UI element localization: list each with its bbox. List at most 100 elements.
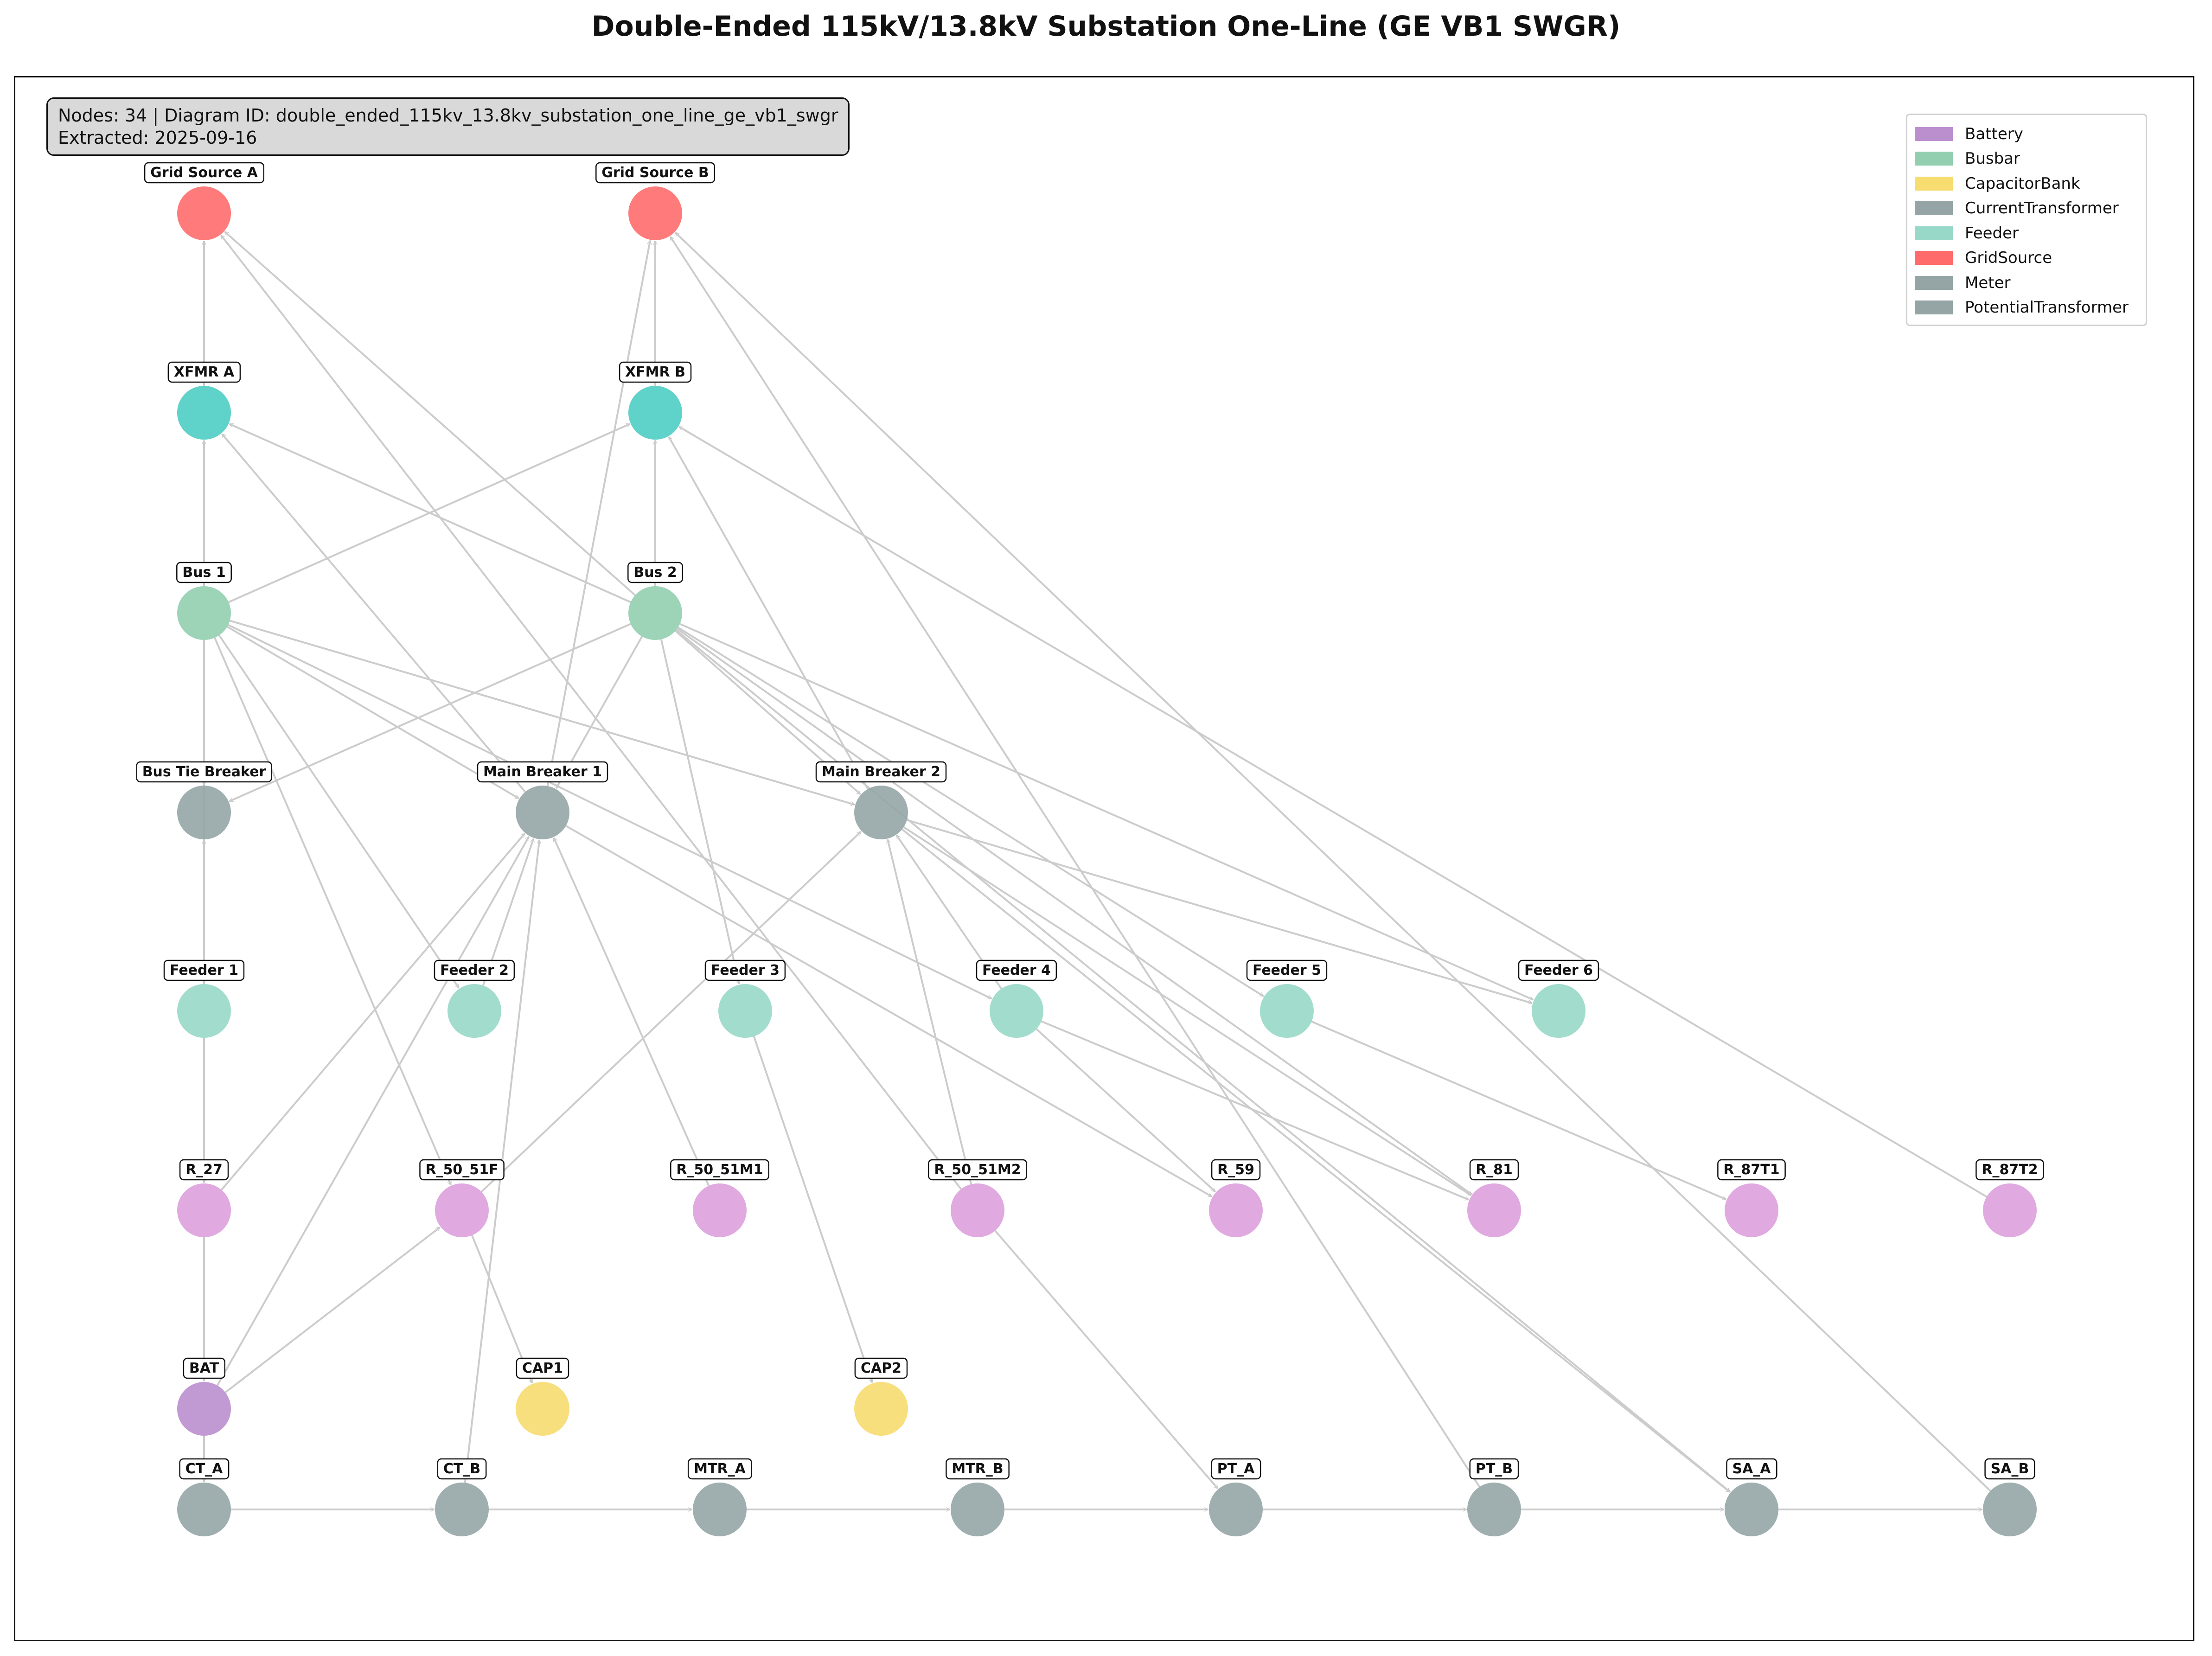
node-label-box (136, 761, 272, 783)
node-B2[interactable] (628, 586, 682, 640)
node-R87T1[interactable] (1725, 1183, 1778, 1237)
legend-label: PotentialTransformer (1965, 298, 2129, 317)
edge-MB2-SAA (901, 828, 1730, 1493)
node-label-box (976, 959, 1057, 981)
edge-MB1-GSB (546, 241, 650, 786)
node-label-XA: XFMR A (167, 361, 241, 383)
node-label-box (163, 959, 245, 981)
node-MTRB[interactable] (951, 1483, 1004, 1536)
legend-item: Battery (1915, 121, 2138, 147)
node-label-box (1984, 1458, 2035, 1480)
node-label-text: CAP2 (861, 1360, 901, 1376)
node-BT[interactable] (177, 786, 231, 839)
node-CTB[interactable] (435, 1483, 489, 1536)
node-GSB[interactable] (628, 186, 682, 240)
node-B1[interactable] (177, 586, 231, 640)
node-label-text: R_50_51M1 (676, 1162, 763, 1178)
node-label-text: PT_A (1217, 1461, 1255, 1477)
node-label-text: Main Breaker 2 (822, 764, 940, 780)
node-R87T2[interactable] (1983, 1183, 2037, 1237)
legend-label: GridSource (1965, 249, 2052, 268)
node-label-box (704, 959, 786, 981)
legend-label: Battery (1965, 124, 2023, 143)
node-label-box (946, 1458, 1010, 1480)
node-label-BAT: BAT (183, 1357, 225, 1379)
node-F4[interactable] (990, 984, 1043, 1038)
legend-swatch (1915, 275, 1953, 290)
node-F3[interactable] (718, 984, 772, 1038)
node-MB1[interactable] (516, 786, 569, 839)
edge-B1-MB2 (230, 620, 855, 805)
node-label-text: Feeder 3 (711, 962, 780, 978)
node-BAT[interactable] (177, 1382, 231, 1436)
node-label-text: Feeder 1 (170, 962, 238, 978)
node-label-box (516, 1357, 569, 1379)
node-label-box (627, 562, 683, 583)
edge-MB1-R59 (565, 825, 1212, 1197)
node-label-box (595, 162, 715, 184)
node-F2[interactable] (448, 984, 501, 1038)
node-R81[interactable] (1467, 1183, 1521, 1237)
node-F6[interactable] (1532, 984, 1585, 1038)
legend-item: Feeder (1915, 221, 2138, 246)
node-label-text: MTR_B (952, 1461, 1003, 1477)
node-XB[interactable] (628, 386, 682, 440)
node-label-R87T1: R_87T1 (1717, 1159, 1786, 1181)
legend-item: Busbar (1915, 147, 2138, 172)
edge-F4-R81 (1041, 1020, 1469, 1201)
edge-B2-F3 (660, 639, 739, 984)
nodes-layer (177, 186, 2037, 1536)
legend-item: PotentialTransformer (1915, 295, 2138, 320)
edge-B2-F6 (679, 623, 1533, 1001)
node-CTA[interactable] (177, 1483, 231, 1536)
edges-layer (204, 232, 1991, 1509)
edge-B1-MB1 (226, 626, 518, 799)
node-label-box (419, 1159, 505, 1181)
node-label-box (854, 1357, 908, 1379)
node-label-text: Bus 1 (182, 564, 225, 581)
node-R5051M2[interactable] (951, 1183, 1004, 1237)
node-label-text: SA_B (1991, 1461, 2029, 1477)
node-label-F2: Feeder 2 (434, 959, 515, 981)
edge-SAB-GSB (675, 233, 1991, 1492)
edge-PTB-GSB (669, 237, 1481, 1488)
node-R5051M1[interactable] (693, 1183, 747, 1237)
node-label-F1: Feeder 1 (163, 959, 245, 981)
node-GSA[interactable] (177, 186, 231, 240)
node-CAP2[interactable] (854, 1382, 908, 1436)
node-SAB[interactable] (1983, 1483, 2037, 1536)
node-label-R27: R_27 (179, 1159, 229, 1181)
node-F1[interactable] (177, 984, 231, 1038)
legend-label: Feeder (1965, 224, 2019, 243)
node-label-MTRB: MTR_B (946, 1458, 1010, 1480)
node-MTRA[interactable] (693, 1483, 747, 1536)
node-label-text: R_81 (1476, 1162, 1513, 1178)
legend-swatch (1915, 226, 1953, 240)
legend-item: CapacitorBank (1915, 171, 2138, 196)
node-R27[interactable] (177, 1183, 231, 1237)
legend-swatch (1915, 301, 1953, 315)
node-label-text: Feeder 4 (982, 962, 1051, 978)
node-label-box (179, 1458, 230, 1480)
node-CAP1[interactable] (516, 1382, 569, 1436)
node-F5[interactable] (1260, 984, 1314, 1038)
node-R59[interactable] (1209, 1183, 1263, 1237)
legend-swatch (1915, 127, 1953, 141)
node-label-box (437, 1458, 487, 1480)
node-label-R87T2: R_87T2 (1975, 1159, 2044, 1181)
node-label-SAA: SA_A (1726, 1458, 1777, 1480)
node-PTA[interactable] (1209, 1483, 1263, 1536)
diagram-title: Double-Ended 115kV/13.8kV Substation One… (591, 10, 1621, 43)
node-SAA[interactable] (1725, 1483, 1778, 1536)
node-PTB[interactable] (1467, 1483, 1521, 1536)
edge-BAT-R5051F (224, 1227, 440, 1394)
edge-B1-XB (228, 423, 630, 603)
node-MB2[interactable] (854, 786, 908, 839)
node-XA[interactable] (177, 386, 231, 440)
node-label-box (670, 1159, 769, 1181)
node-label-text: Bus Tie Breaker (142, 764, 266, 780)
node-label-R81: R_81 (1469, 1159, 1519, 1181)
node-R5051F[interactable] (435, 1183, 489, 1237)
edge-R5051F-MB2 (480, 831, 861, 1193)
